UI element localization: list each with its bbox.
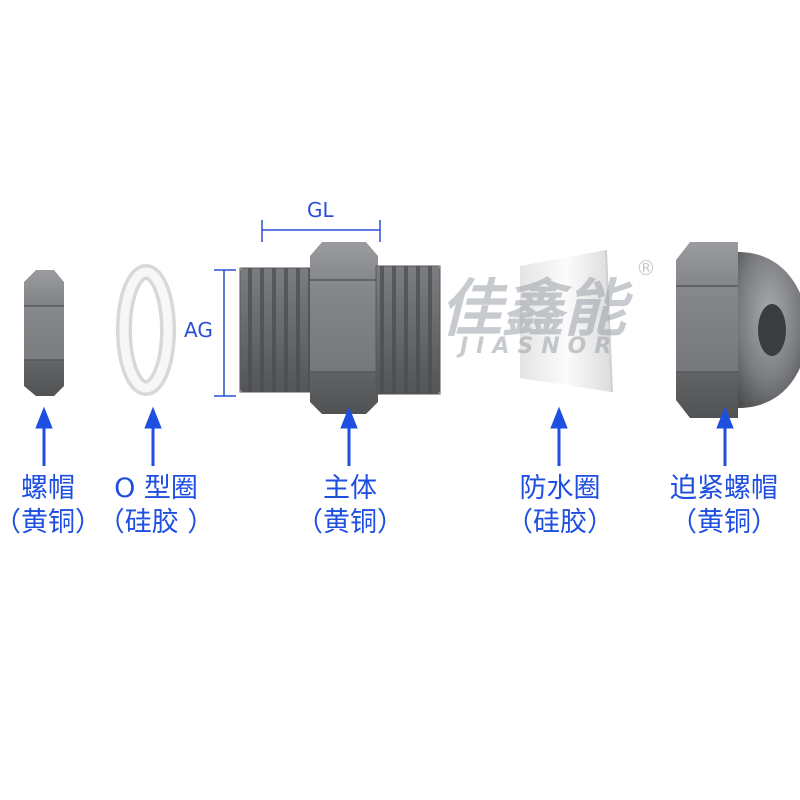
arrow-up-icon [550, 406, 568, 466]
part-material: （黄铜） [296, 507, 404, 538]
main-body-part [239, 242, 441, 414]
part-material: （硅胶 ） [97, 507, 215, 538]
arrow-up-icon [716, 406, 734, 466]
part-name: 螺帽 [21, 473, 75, 504]
ag-dimension [214, 269, 236, 397]
o-ring-part [116, 264, 176, 396]
part-label-cap-nut: 迫紧螺帽 （黄铜） [670, 472, 778, 540]
gl-label: GL [307, 198, 334, 222]
brand-watermark-en: JIASNOR [460, 334, 620, 359]
part-label-seal: 防水圈 （硅胶） [506, 472, 614, 540]
part-name: O 型圈 [114, 473, 198, 504]
part-material: （黄铜） [0, 507, 102, 538]
registered-mark: ® [636, 256, 656, 280]
part-material: （硅胶） [506, 507, 614, 538]
seal-part [520, 249, 613, 393]
nut-part [24, 270, 64, 396]
part-label-main-body: 主体 （黄铜） [296, 472, 404, 540]
brand-watermark-cn: 佳鑫能 [440, 272, 627, 345]
part-name: 迫紧螺帽 [670, 473, 778, 504]
pointer-arrows [35, 406, 734, 466]
arrow-up-icon [144, 406, 162, 466]
part-label-nut: 螺帽 （黄铜） [0, 472, 102, 540]
gl-dimension [261, 220, 381, 242]
part-label-o-ring: O 型圈 （硅胶 ） [98, 472, 215, 540]
part-name: 防水圈 [519, 473, 601, 504]
part-name: 主体 [323, 473, 377, 504]
arrow-up-icon [35, 406, 53, 466]
arrow-up-icon [340, 406, 358, 466]
part-material: （黄铜） [670, 507, 778, 538]
cap-nut-part [676, 242, 800, 418]
ag-label: AG [184, 318, 213, 342]
